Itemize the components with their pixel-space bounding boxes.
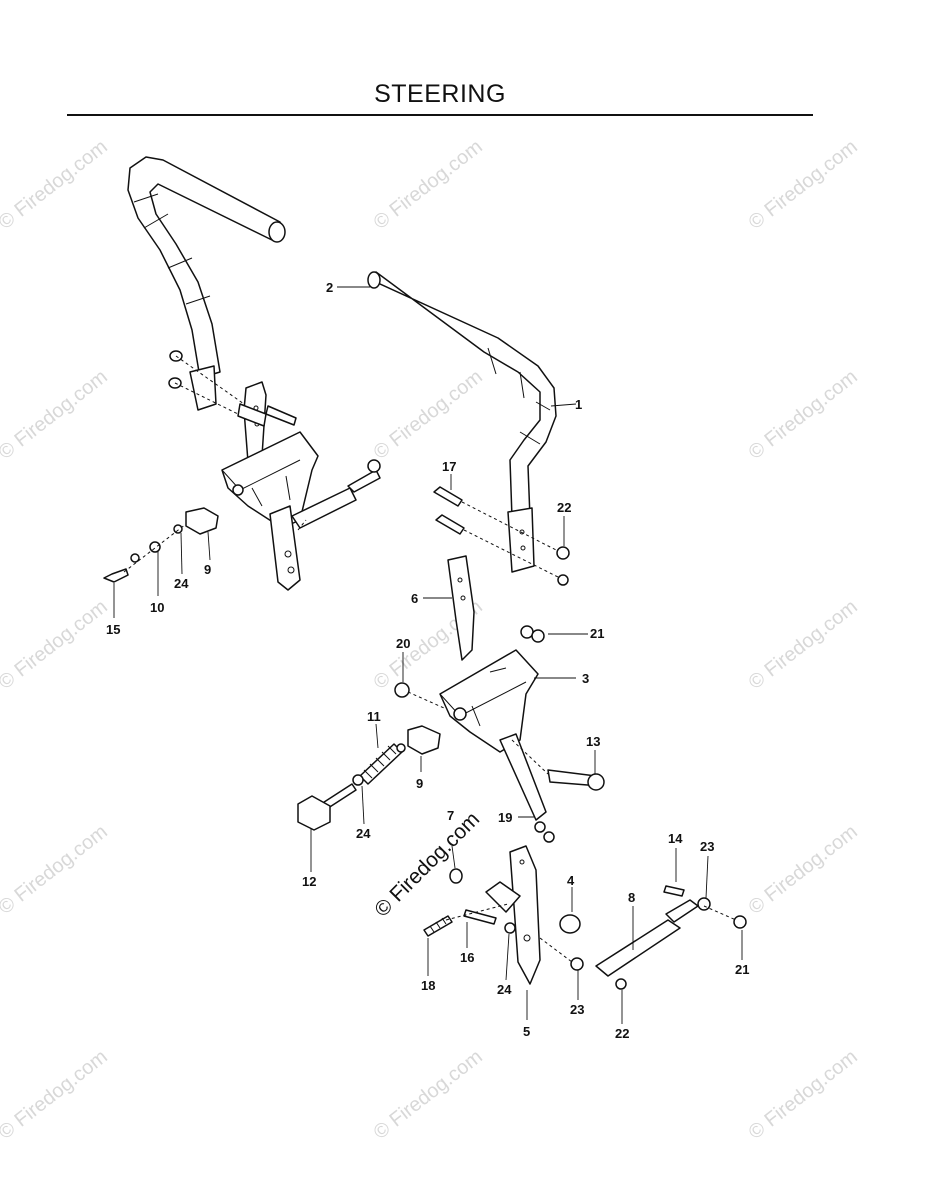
nut-21b — [531, 629, 545, 643]
watermark: © Firedog.com — [370, 366, 487, 464]
bushing-7 — [449, 868, 463, 884]
knob-spring-assembly — [297, 725, 441, 831]
bolt-17 — [433, 486, 463, 507]
callout-14: 14 — [668, 831, 683, 846]
callout-7: 7 — [447, 808, 454, 823]
watermark: © Firedog.com — [0, 366, 112, 464]
bolt-18 — [423, 915, 453, 937]
callout-23b: 23 — [700, 839, 714, 854]
block-9b — [407, 725, 441, 755]
bolt-19 — [534, 821, 546, 833]
watermark-center: © Firedog.com — [370, 808, 484, 922]
nut-22c — [615, 978, 627, 990]
nut-21c — [733, 915, 747, 929]
bolt-15 — [103, 568, 129, 583]
callout-20: 20 — [396, 636, 410, 651]
bolt-14 — [663, 885, 685, 897]
title-rule — [67, 114, 813, 116]
callout-2: 2 — [326, 280, 333, 295]
spring-11 — [359, 743, 403, 785]
callout-22: 22 — [557, 500, 571, 515]
callout-12: 12 — [302, 874, 316, 889]
assembled-handle-bar — [127, 156, 284, 379]
bolt-17b — [435, 514, 465, 535]
assembled-handle-end — [268, 221, 286, 243]
washer-24 — [352, 774, 364, 786]
nut-22 — [556, 546, 570, 560]
callout-17: 17 — [442, 459, 456, 474]
assembled-damper — [291, 487, 357, 529]
callout-9: 9 — [204, 562, 211, 577]
nut-22b — [557, 574, 569, 586]
watermark: © Firedog.com — [0, 596, 112, 694]
bolt-16 — [463, 909, 497, 925]
callout-13: 13 — [586, 734, 600, 749]
hub — [485, 881, 521, 913]
leader-lines — [113, 286, 743, 1024]
callout-labels: 1 2 3 4 5 6 7 8 9 9 10 11 12 13 14 15 16… — [106, 280, 749, 1041]
exploded-handle-bar — [367, 271, 557, 573]
callout-24: 24 — [174, 576, 189, 591]
handle-fasteners — [433, 486, 570, 586]
callout-16: 16 — [460, 950, 474, 965]
callout-1: 1 — [575, 397, 582, 412]
callout-15: 15 — [106, 622, 120, 637]
callout-8: 8 — [628, 890, 635, 905]
bracket-arm — [499, 733, 547, 821]
bracket-3 — [439, 649, 605, 821]
nut-20 — [394, 682, 410, 698]
nut-23b — [697, 897, 711, 911]
watermark: © Firedog.com — [370, 1046, 487, 1144]
watermark: © Firedog.com — [745, 136, 862, 234]
watermark: © Firedog.com — [745, 821, 862, 919]
nut-21 — [520, 625, 534, 639]
callout-21b: 21 — [735, 962, 749, 977]
assembled-arm — [269, 505, 301, 591]
watermark: © Firedog.com — [370, 136, 487, 234]
watermark: © Firedog.com — [745, 1046, 862, 1144]
callout-18: 18 — [421, 978, 435, 993]
washer-24b — [504, 922, 516, 934]
assembled-steering-view — [127, 156, 381, 591]
callout-11: 11 — [367, 709, 381, 724]
callout-9b: 9 — [416, 776, 423, 791]
watermark: © Firedog.com — [745, 366, 862, 464]
callout-24c: 24 — [497, 982, 512, 997]
watermark: © Firedog.com — [0, 1046, 112, 1144]
callout-6: 6 — [411, 591, 418, 606]
callout-21: 21 — [590, 626, 604, 641]
lever-6 — [447, 555, 475, 661]
watermark: © Firedog.com — [0, 136, 112, 234]
knob-12 — [297, 795, 331, 831]
block-9 — [185, 507, 219, 535]
lower-linkage — [423, 831, 747, 990]
watermark: © Firedog.com — [0, 821, 112, 919]
fasteners-20-21 — [394, 625, 546, 833]
handle-bracket — [507, 507, 535, 573]
watermark: © Firedog.com — [745, 596, 862, 694]
page-title: STEERING — [374, 80, 506, 108]
damper-8 — [595, 919, 681, 977]
nut-23 — [570, 957, 584, 971]
callout-5: 5 — [523, 1024, 530, 1039]
arm-5 — [509, 845, 541, 985]
callout-10: 10 — [150, 600, 164, 615]
assembled-handle-mount — [189, 365, 217, 411]
callout-4: 4 — [567, 873, 575, 888]
callout-24b: 24 — [356, 826, 371, 841]
callout-3: 3 — [582, 671, 589, 686]
callout-23: 23 — [570, 1002, 584, 1017]
callout-19: 19 — [498, 810, 512, 825]
left-hardware — [103, 507, 219, 583]
bushing-4 — [559, 914, 581, 934]
callout-22b: 22 — [615, 1026, 629, 1041]
